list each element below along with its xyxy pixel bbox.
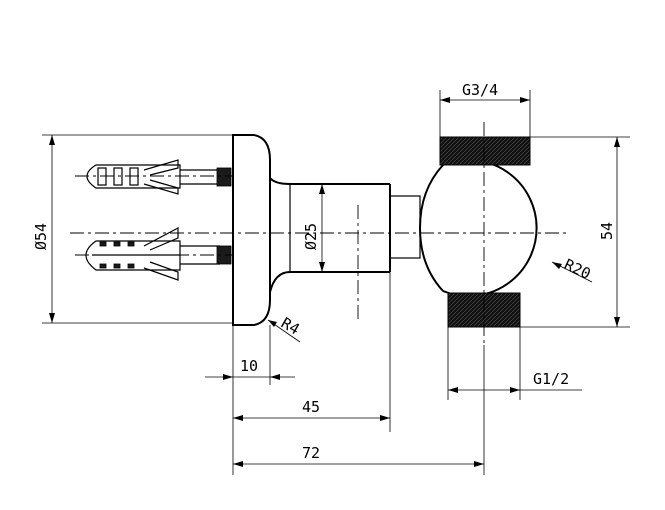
- dim-length-72: 72: [233, 345, 485, 475]
- dim-flange-diameter: Ø54: [32, 134, 233, 324]
- dim-body-diameter: Ø25: [302, 184, 325, 272]
- label-radius-fillet: R4: [278, 314, 303, 339]
- valve-body: [269, 177, 421, 293]
- label-length-72: 72: [302, 444, 320, 462]
- thread-top: [439, 136, 531, 166]
- flange: [232, 134, 271, 326]
- dim-flange-thickness: 10: [205, 325, 295, 475]
- dim-radius-ball: R20: [551, 255, 593, 283]
- dim-radius-fillet: R4: [267, 314, 303, 343]
- dim-thread-bottom: G1/2: [447, 327, 582, 400]
- dim-height-right: 54: [520, 136, 630, 328]
- ball-housing: [418, 159, 538, 297]
- dim-thread-top: G3/4: [439, 81, 531, 137]
- dim-length-45: 45: [233, 272, 391, 432]
- label-flange-diameter: Ø54: [32, 223, 50, 250]
- wall-anchor-top: [86, 159, 232, 195]
- wall-anchor-bottom: [85, 227, 232, 281]
- center-lines: [70, 122, 570, 345]
- label-thread-bottom: G1/2: [533, 370, 569, 388]
- label-height-right: 54: [598, 222, 616, 240]
- label-body-diameter: Ø25: [302, 223, 320, 250]
- label-flange-thickness: 10: [240, 357, 258, 375]
- label-length-45: 45: [302, 398, 320, 416]
- label-thread-top: G3/4: [462, 81, 498, 99]
- label-radius-ball: R20: [561, 255, 593, 283]
